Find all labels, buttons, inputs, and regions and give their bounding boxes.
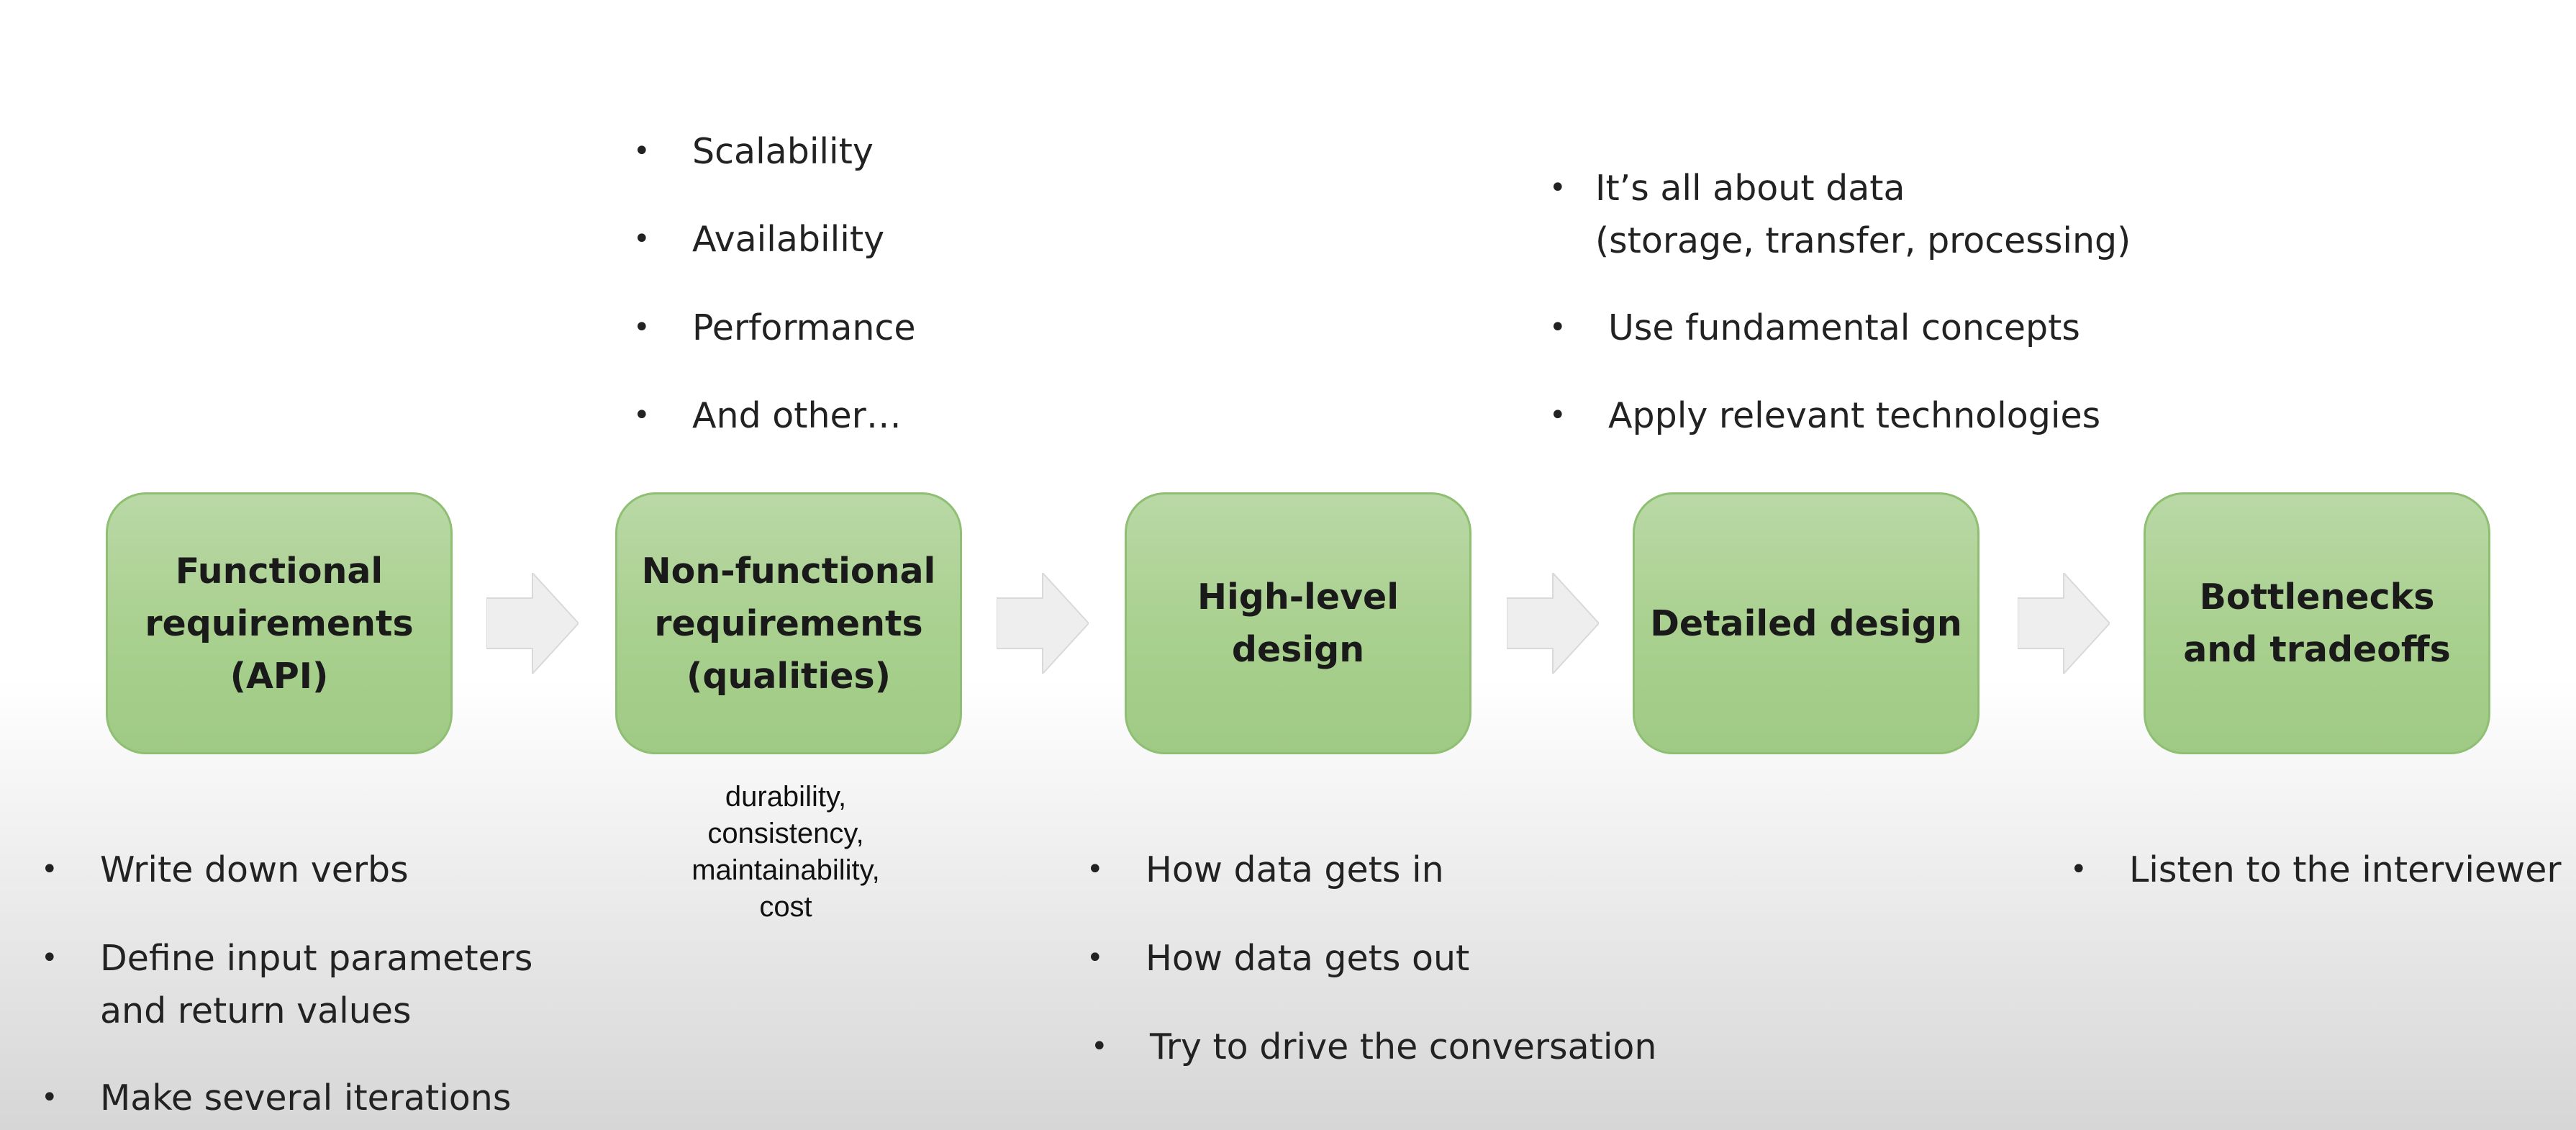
list-item-text: Write down verbs <box>100 849 409 890</box>
right-arrow-icon <box>2018 573 2110 674</box>
bullet-icon: • <box>1087 941 1104 975</box>
step-high-level-design: High-level design <box>1125 492 1471 754</box>
bullet-icon: • <box>633 135 650 168</box>
right-arrow-icon <box>1507 573 1599 674</box>
list-item: • Listen to the interviewer <box>2070 844 2562 896</box>
list-item-text: Scalability <box>692 131 874 172</box>
bullet-icon: • <box>41 941 58 975</box>
list-item: • How data gets out <box>1087 932 1469 985</box>
bullet-icon: • <box>633 311 650 344</box>
list-item-text: Define input parameters and return value… <box>100 938 533 1031</box>
step-label: Functional requirements (API) <box>145 550 414 697</box>
step-label: Detailed design <box>1650 602 1962 644</box>
list-item: • Make several iterations <box>41 1072 511 1124</box>
bullet-icon: • <box>41 853 58 886</box>
list-item: • Try to drive the conversation <box>1091 1021 1656 1073</box>
list-item-text: And other… <box>692 395 902 436</box>
list-item: • Write down verbs <box>41 844 409 896</box>
step-label: Non-functional requirements (qualities) <box>641 550 936 697</box>
step-label: High-level design <box>1197 577 1400 670</box>
bullet-icon: • <box>2070 853 2087 886</box>
list-item: • Availability <box>633 213 884 266</box>
step-label: Bottlenecks and tradeoffs <box>2183 577 2451 670</box>
list-item-text: Performance <box>692 307 916 348</box>
list-item-text: How data gets in <box>1146 849 1444 890</box>
list-item: • It’s all about data (storage, transfer… <box>1549 162 2131 267</box>
right-arrow-icon <box>997 573 1089 674</box>
list-item-text: Try to drive the conversation <box>1150 1026 1657 1067</box>
non-functional-qualities-note: durability, consistency, maintainability… <box>691 781 880 923</box>
list-item-text: It’s all about data (storage, transfer, … <box>1595 168 2131 261</box>
list-item: • How data gets in <box>1087 844 1444 896</box>
list-item: • Use fundamental concepts <box>1549 302 2080 354</box>
list-item-text: Availability <box>692 219 885 260</box>
list-item-text: Apply relevant technologies <box>1608 395 2101 436</box>
step-functional-requirements: Functional requirements (API) <box>106 492 453 754</box>
list-item-text: Use fundamental concepts <box>1608 307 2080 348</box>
bullet-icon: • <box>1087 853 1104 886</box>
bullet-icon: • <box>1091 1030 1108 1063</box>
list-item-text: How data gets out <box>1146 938 1470 979</box>
list-item: • And other… <box>633 389 902 442</box>
list-item: • Apply relevant technologies <box>1549 389 2100 442</box>
bullet-icon: • <box>633 399 650 432</box>
bullet-icon: • <box>1549 171 1566 204</box>
bullet-icon: • <box>633 222 650 256</box>
step-bottlenecks-tradeoffs: Bottlenecks and tradeoffs <box>2144 492 2490 754</box>
list-item-text: Listen to the interviewer <box>2129 849 2562 890</box>
step-detailed-design: Detailed design <box>1633 492 1979 754</box>
list-item-text: Make several iterations <box>100 1077 512 1118</box>
bullet-icon: • <box>41 1081 58 1114</box>
list-item: • Define input parameters and return val… <box>41 932 532 1037</box>
bullet-icon: • <box>1549 311 1566 344</box>
list-item: • Scalability <box>633 125 874 178</box>
step-non-functional-requirements: Non-functional requirements (qualities) <box>615 492 962 754</box>
bullet-icon: • <box>1549 399 1566 432</box>
list-item: • Performance <box>633 302 916 354</box>
right-arrow-icon <box>486 573 579 674</box>
